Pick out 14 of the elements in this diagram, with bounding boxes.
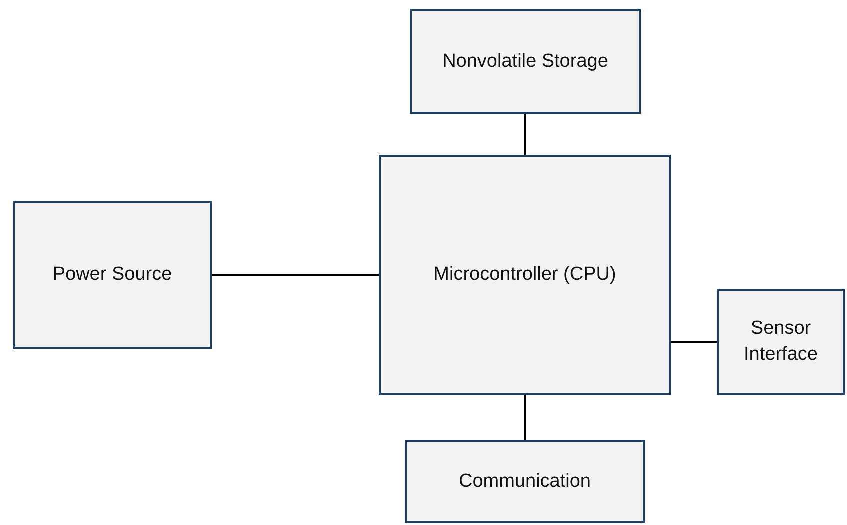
connector-line [212, 274, 379, 276]
communication-box [405, 440, 645, 523]
sensor-box [717, 289, 845, 395]
power-box [13, 201, 212, 349]
box-label: Power Source [52, 263, 174, 288]
connector-line [671, 341, 717, 343]
box-label: Nonvolatile Storage [442, 50, 610, 74]
box-label: Microcontroller (CPU) [432, 263, 618, 288]
connector-line [524, 114, 526, 155]
connector-line [524, 395, 526, 440]
box-label: Sensor Interface [743, 317, 819, 367]
storage-box [410, 9, 641, 114]
box-label: Communication [458, 470, 592, 494]
microcontroller-box [379, 155, 671, 395]
